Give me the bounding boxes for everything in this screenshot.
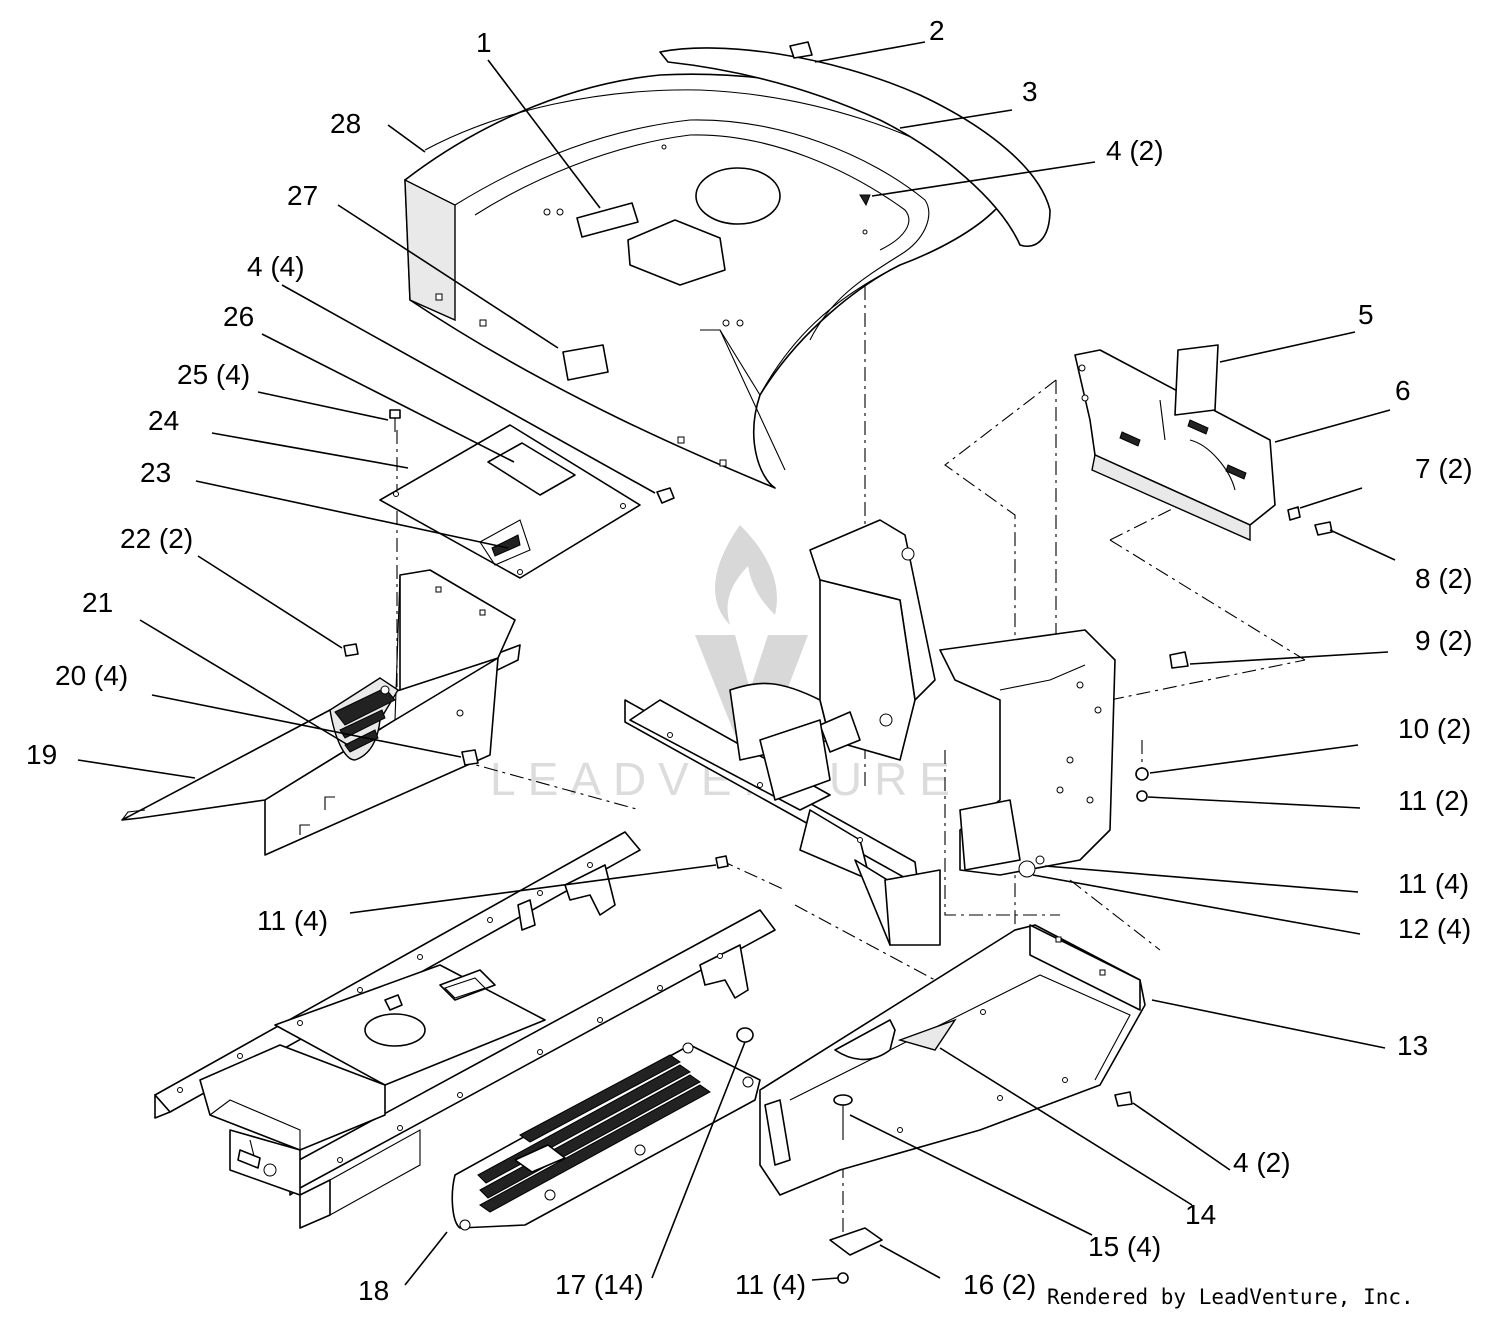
- callout-25: 25 (4): [177, 359, 250, 390]
- nut-11: [1136, 790, 1148, 802]
- nut-11-bottom: [837, 1272, 849, 1284]
- callout-15: 15 (4): [1088, 1231, 1161, 1262]
- hood-screw: [656, 487, 675, 504]
- callout-3: 3: [1022, 76, 1038, 107]
- callout-16: 16 (2): [963, 1269, 1036, 1300]
- callout-26: 26: [223, 301, 254, 332]
- main-frame: [154, 519, 1116, 1229]
- callout-4-hood: 4 (2): [1106, 135, 1164, 166]
- callout-11-frame-right: 11 (4): [1398, 868, 1469, 899]
- callout-21: 21: [82, 587, 113, 618]
- callout-12: 12 (4): [1398, 913, 1471, 944]
- callout-20: 20 (4): [55, 660, 128, 691]
- screw: [859, 194, 871, 207]
- frame-holes: [177, 732, 863, 1163]
- credit-text: Rendered by LeadVenture, Inc.: [1047, 1285, 1414, 1309]
- callout-11-bottom: 11 (4): [735, 1269, 806, 1300]
- console: [121, 569, 521, 856]
- callout-7: 7 (2): [1415, 453, 1473, 484]
- callout-13: 13: [1397, 1030, 1428, 1061]
- callout-23: 23: [140, 457, 171, 488]
- console-clip: [461, 749, 479, 766]
- callout-10: 10 (2): [1398, 713, 1471, 744]
- bracket-16: [829, 1227, 883, 1256]
- callout-5: 5: [1358, 299, 1374, 330]
- rear-panel-bolt: [1314, 521, 1333, 536]
- hood-assembly: [404, 73, 1011, 489]
- clip-9: [1169, 651, 1189, 669]
- callout-27: 27: [287, 180, 318, 211]
- callout-11-rear: 11 (2): [1398, 785, 1469, 816]
- callout-labels: 1 2 3 4 (2) 28 27 4 (4) 26 25 (4) 24 23 …: [26, 15, 1473, 1306]
- callout-14: 14: [1185, 1199, 1216, 1230]
- callout-28: 28: [330, 108, 361, 139]
- dash-panel: [379, 424, 641, 579]
- callout-11-frame-left: 11 (4): [257, 905, 328, 936]
- callout-19: 19: [26, 739, 57, 770]
- callout-1: 1: [476, 27, 492, 58]
- callout-4-dash: 4 (4): [247, 251, 305, 282]
- push-rivet: [736, 1027, 754, 1043]
- carriage-bolt: [833, 1094, 853, 1140]
- callout-9: 9 (2): [1415, 625, 1473, 656]
- rear-panel: [1074, 344, 1276, 542]
- callout-17: 17 (14): [555, 1269, 644, 1300]
- callout-24: 24: [148, 405, 179, 436]
- console-screw: [343, 643, 359, 657]
- callout-18: 18: [358, 1275, 389, 1306]
- callout-4-footrest: 4 (2): [1233, 1147, 1291, 1178]
- clip: [789, 41, 813, 59]
- dash-screw: [389, 409, 401, 432]
- washer-10: [1135, 767, 1149, 781]
- rear-panel-nut: [1287, 506, 1301, 521]
- callout-6: 6: [1395, 375, 1411, 406]
- footrest-screw: [1114, 1091, 1133, 1107]
- footrest: [759, 924, 1146, 1196]
- leader-lines: [77, 41, 1396, 1286]
- callout-2: 2: [929, 15, 945, 46]
- hood-trim: [659, 47, 1051, 247]
- callout-8: 8 (2): [1415, 563, 1473, 594]
- step-mat: [451, 1042, 761, 1231]
- callout-22: 22 (2): [120, 523, 193, 554]
